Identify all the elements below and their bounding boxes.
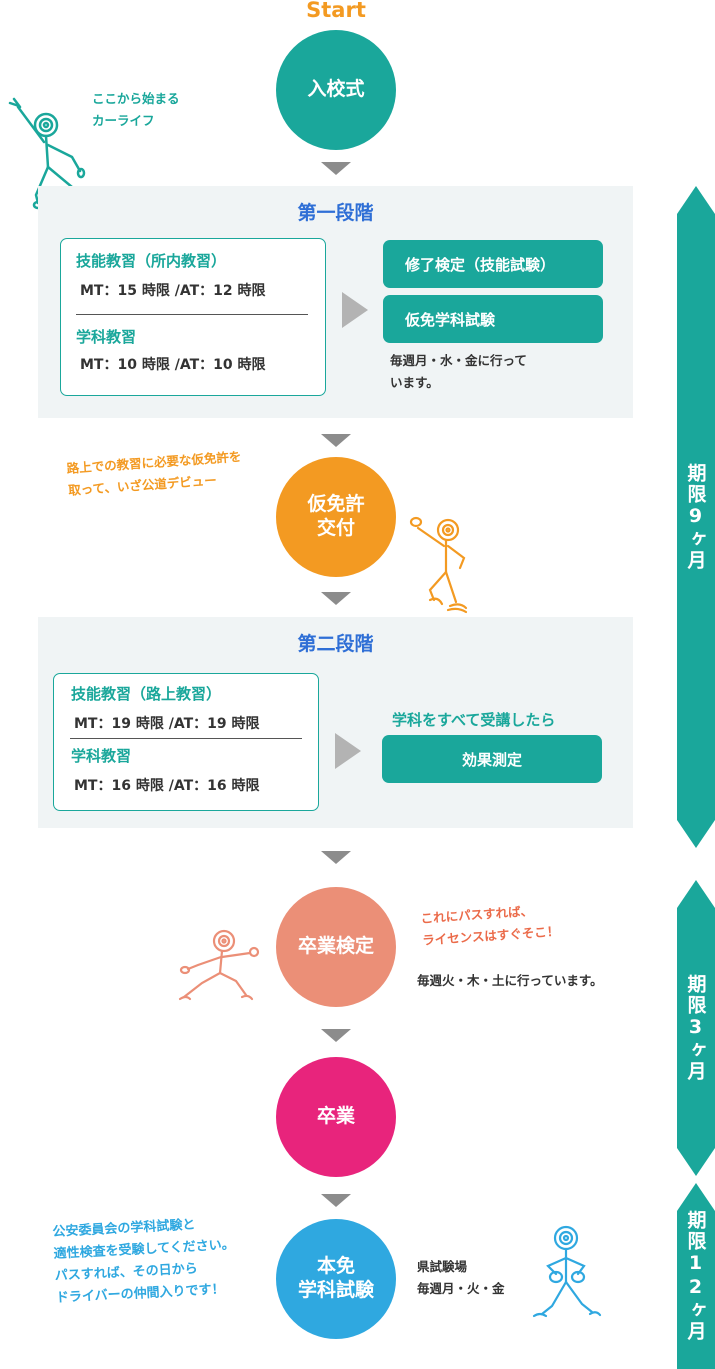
stage2-condition: 学科をすべて受講したら xyxy=(392,711,556,729)
flow-arrow-2 xyxy=(321,434,351,447)
flow-arrow-5 xyxy=(321,1029,351,1042)
intro-note: ここから始まる カーライフ xyxy=(92,91,180,128)
deadline-ribbon-9-months: 期限9ヶ月 xyxy=(677,186,715,848)
stage2-arrow xyxy=(335,733,361,769)
stage2-title: 第二段階 xyxy=(297,633,374,655)
step-provisional-license: 仮免許 交付 xyxy=(276,457,396,577)
flow-arrow-1 xyxy=(321,162,351,175)
final-exam-note: 公安委員会の学科試験と 適性検査を受験してください。 パスすれば、その日から ド… xyxy=(52,1217,236,1307)
stage1-academic-heading: 学科教習 xyxy=(76,328,137,346)
flow-arrow-6 xyxy=(321,1194,351,1207)
stick-figure-exam-icon xyxy=(178,929,260,1001)
flow-arrow-4 xyxy=(321,851,351,864)
step-graduation: 卒業 xyxy=(276,1057,396,1177)
graduation-exam-note: これにパスすれば、 ライセンスはすぐそこ！ xyxy=(420,903,560,948)
step-graduation-exam: 卒業検定 xyxy=(276,887,396,1007)
flow-arrow-3 xyxy=(321,592,351,605)
step-enrollment: 入校式 xyxy=(276,30,396,150)
stage2-practical-heading: 技能教習（路上教習） xyxy=(71,685,222,703)
start-label: Start xyxy=(306,0,366,22)
stage1-lessons-box xyxy=(60,238,326,396)
provisional-note: 路上での教習に必要な仮免許を 取って、いざ公道デビュー xyxy=(66,448,242,498)
stage2-practical-hours: MT：19 時限 /AT：19 時限 xyxy=(74,716,260,732)
stage1-academic-hours: MT：10 時限 /AT：10 時限 xyxy=(80,357,266,373)
deadline-ribbon-12-months: 期限12ヶ月 xyxy=(677,1183,715,1369)
stage2-academic-hours: MT：16 時限 /AT：16 時限 xyxy=(74,778,260,794)
stage2-lessons-box xyxy=(53,673,319,811)
stick-figure-final-icon xyxy=(532,1225,602,1318)
step-final-exam: 本免 学科試験 xyxy=(276,1219,396,1339)
stage2-panel: 第二段階 技能教習（路上教習） MT：19 時限 /AT：19 時限 学科教習 … xyxy=(38,617,633,828)
stage1-arrow xyxy=(342,292,368,328)
stage1-schedule-note: 毎週月・水・金に行って います。 xyxy=(390,353,527,390)
deadline-ribbon-3-months: 期限3ヶ月 xyxy=(677,880,715,1176)
stage1-practical-heading: 技能教習（所内教習） xyxy=(76,252,227,270)
stage1-panel: 第一段階 技能教習（所内教習） MT：15 時限 /AT：12 時限 学科教習 … xyxy=(38,186,633,418)
effect-measure-button[interactable]: 効果測定 xyxy=(382,735,602,783)
stage1-practical-hours: MT：15 時限 /AT：12 時限 xyxy=(80,283,266,299)
stick-figure-provisional-icon xyxy=(409,516,468,614)
graduation-exam-schedule: 毎週火・木・土に行っています。 xyxy=(417,973,603,988)
completion-exam-button[interactable]: 修了検定（技能試験） xyxy=(383,240,603,288)
stage2-divider xyxy=(70,738,302,739)
stage1-divider xyxy=(76,314,308,315)
final-exam-venue: 県試験場 毎週月・火・金 xyxy=(417,1259,505,1296)
provisional-written-exam-button[interactable]: 仮免学科試験 xyxy=(383,295,603,343)
stage2-academic-heading: 学科教習 xyxy=(71,747,132,765)
stage1-title: 第一段階 xyxy=(297,202,374,224)
